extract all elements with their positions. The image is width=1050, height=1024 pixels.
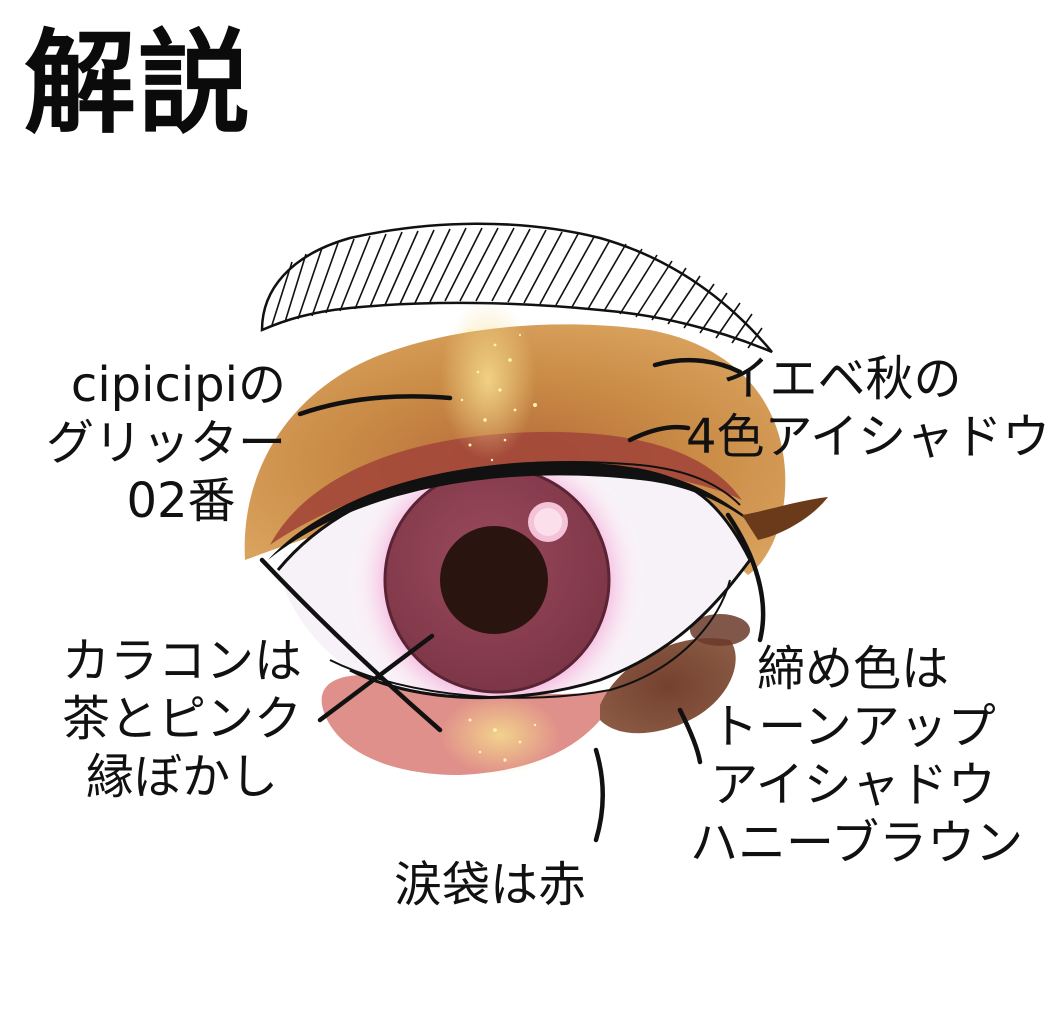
label-tighten-line3: アイシャドウ [710, 757, 996, 813]
tighten-shadow [600, 638, 736, 734]
glitter-sparkles-lower [468, 718, 537, 762]
label-glitter: cipicipiの グリッター 02番 [40, 356, 286, 530]
leader-line-glitter [297, 394, 453, 417]
glitter-upper [440, 300, 536, 460]
leader-line-eyeshadow-1 [652, 357, 743, 375]
leader-line-tearbag [593, 747, 605, 843]
eyebrow [260, 222, 773, 354]
glitter-lower [440, 695, 560, 775]
leader-line-contacts-2 [317, 633, 435, 723]
label-contacts-line3: 縁ぼかし [85, 749, 278, 805]
eye-illustration [244, 222, 828, 843]
label-glitter-line2: グリッター [45, 415, 286, 471]
label-tearbag: 涙袋は赤 [394, 856, 586, 914]
tighten-shadow-outer [690, 614, 750, 646]
eyeshadow-crease [270, 431, 742, 545]
label-tighten: 締め色は トーンアップ アイシャドウ ハニーブラウン [690, 640, 1024, 872]
leader-line-tighten-2 [677, 707, 703, 765]
leader-line-contacts-1 [259, 557, 443, 733]
page-title: 解説 [24, 19, 252, 149]
leader-line-eyeshadow-2 [627, 424, 691, 443]
label-contacts: カラコンは 茶とピンク 縁ぼかし [52, 632, 312, 806]
leader-line-tighten-1 [725, 512, 766, 643]
illustration-canvas: 解説 cipicipiの グリッター 02番 イエベ秋の 4色アイシャドウ カラ… [24, 19, 1050, 914]
label-glitter-line1: cipicipiの [70, 357, 286, 413]
label-eyeshadow-line1: イエベ秋の [722, 351, 962, 407]
eyeliner-wing [742, 497, 828, 540]
label-eyeshadow: イエベ秋の 4色アイシャドウ [686, 350, 1050, 466]
lower-lid-line [329, 579, 731, 699]
label-tighten-line1: 締め色は [756, 641, 949, 697]
label-tearbag-line1: 涙袋は赤 [394, 857, 587, 913]
label-glitter-line3: 02番 [126, 473, 236, 529]
label-eyeshadow-line2: 4色アイシャドウ [686, 409, 1050, 465]
label-tighten-line2: トーンアップ [710, 699, 996, 755]
label-tighten-line4: ハニーブラウン [690, 815, 1024, 871]
double-eyelid-line [319, 461, 741, 521]
label-contacts-line2: 茶とピンク [61, 691, 302, 747]
label-contacts-line1: カラコンは [61, 633, 302, 689]
glitter-sparkles-upper [460, 328, 537, 462]
pupil [440, 526, 548, 634]
